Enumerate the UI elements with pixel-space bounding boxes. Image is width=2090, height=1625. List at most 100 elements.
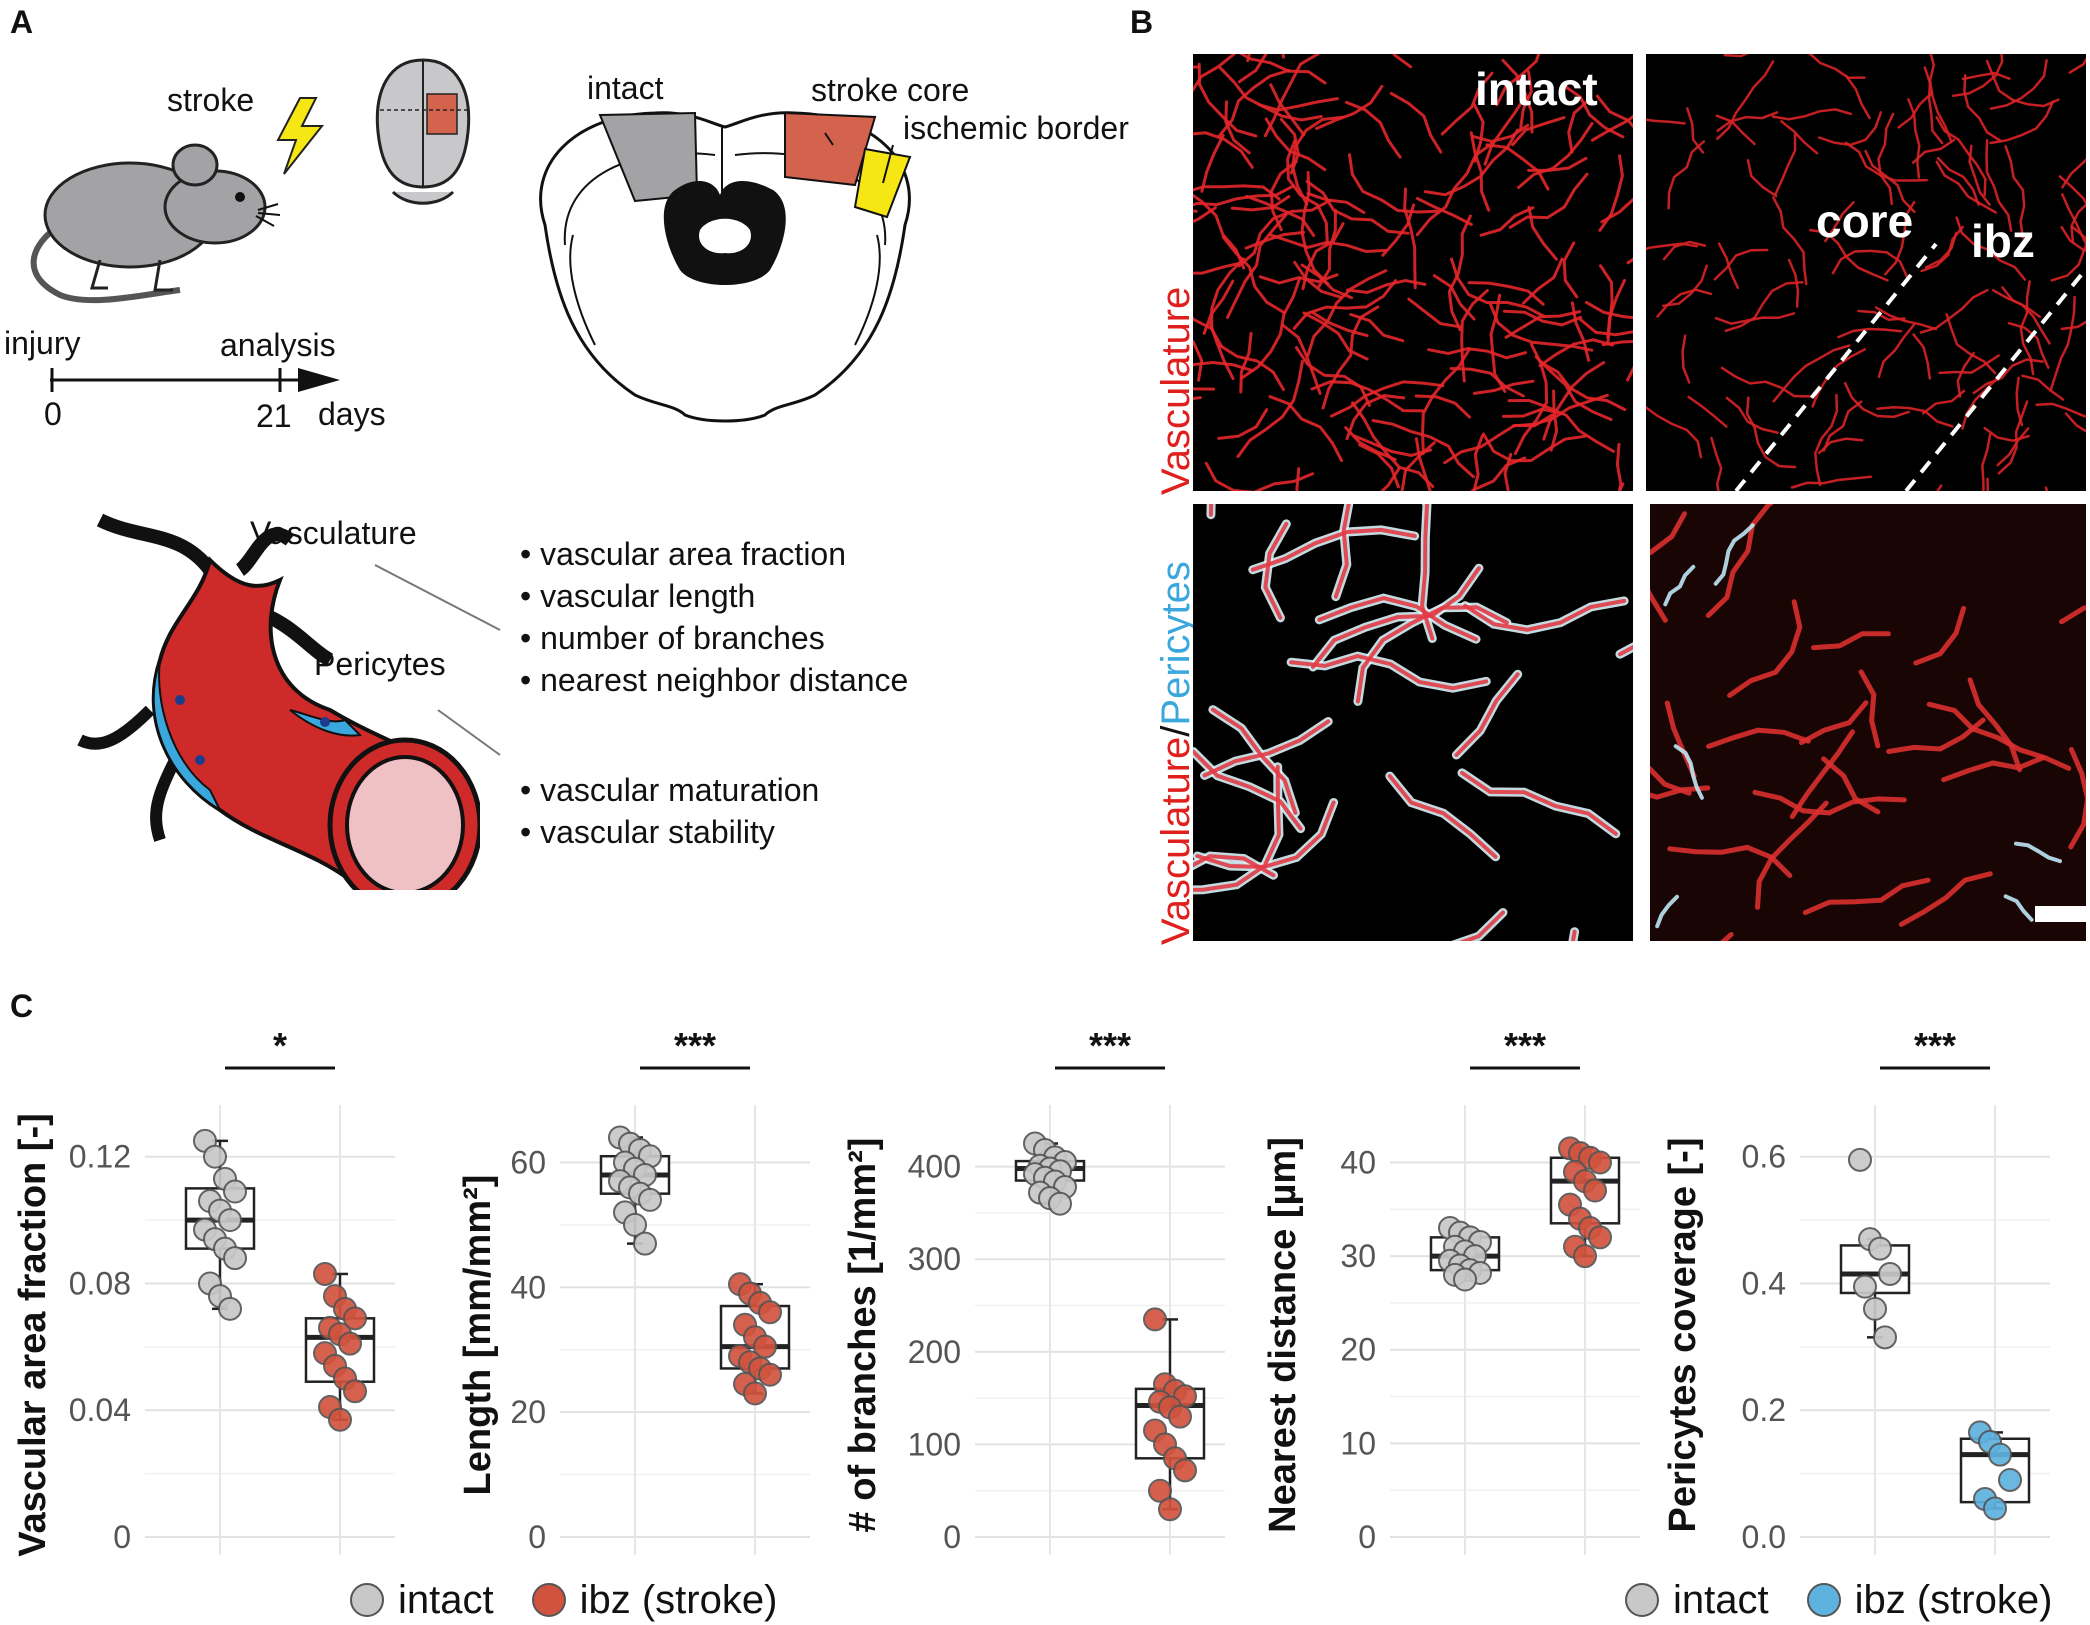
vessel-segment (2035, 402, 2086, 418)
vessel-segment (1857, 309, 1906, 321)
data-point (218, 1208, 242, 1233)
pericyte-metric-1-text: vascular maturation (540, 772, 820, 808)
vessel-segment (1714, 312, 1796, 325)
vessel-segment (1193, 206, 1217, 224)
legend-left-intact-swatch (350, 1583, 384, 1617)
vessel-segment (1263, 54, 1320, 138)
vessel-segment (1570, 301, 1591, 362)
vessel-segment (1414, 394, 1471, 419)
vessel-segment (1245, 194, 1316, 237)
vessel-segment (1897, 91, 1933, 129)
vessel-segment (1193, 193, 1246, 270)
data-point (1453, 1267, 1477, 1292)
y-tick-label: 40 (510, 1269, 546, 1305)
vessel-segment (1495, 54, 1541, 107)
legend-right-stroke-swatch (1806, 1583, 1841, 1617)
micrograph-intact-pericytes (1193, 504, 1633, 941)
vessel-segment (1193, 360, 1254, 372)
data-point (1998, 1467, 2022, 1492)
vessel-segment (1996, 427, 2030, 467)
y-axis-label: Nearest distance [µm] (1262, 1137, 1304, 1533)
vessel-segment (1723, 54, 1749, 58)
vessel-segment (1210, 257, 1245, 331)
vessel-segment (1687, 395, 1728, 428)
vessel-segment (1817, 437, 1864, 455)
vessel-segment (1874, 306, 1938, 331)
vessel-segment (1218, 66, 1323, 122)
vessel-segment (1193, 131, 1254, 169)
vessel-network-stroke (1646, 54, 2086, 491)
vessel-segment (1344, 100, 1402, 159)
vessel-segment (1513, 361, 1549, 455)
y-axis-label: Pericytes coverage [-] (1662, 1138, 1704, 1533)
vessel-segment (1295, 467, 1301, 491)
y-tick-label: 0.2 (1742, 1392, 1786, 1428)
vessel-segment (1650, 589, 1668, 623)
pericyte-metric-2-text: vascular stability (540, 814, 775, 850)
vasculature-metric-1: • vascular area fraction (520, 536, 847, 572)
vessel-segment (1469, 456, 1527, 491)
data-point (1148, 1478, 1172, 1503)
vessel-segment (1503, 452, 1513, 491)
vessel-segment (1717, 242, 1740, 289)
vessel-segment (2068, 747, 2086, 850)
y-axis-label: Length [mm/mm²] (457, 1175, 499, 1496)
vessel-segment (1193, 184, 1281, 201)
vessel-segment (1549, 389, 1559, 452)
vessel-network-intact (1193, 54, 1633, 491)
data-point (1848, 1147, 1872, 1172)
vessel-segment (1941, 755, 2045, 783)
vessel-segment (1264, 117, 1327, 172)
vessel-segment (1923, 66, 1944, 145)
vasculature-metric-3-text: number of branches (540, 620, 825, 656)
vessel-segment (1454, 672, 1520, 757)
vessel-segment (1193, 854, 1276, 878)
ischemic-border-label: ischemic border (903, 110, 1129, 146)
vessel-segment (1392, 54, 1413, 69)
y-tick-label: 400 (908, 1149, 961, 1185)
vessel-segment (1926, 701, 2072, 771)
vessel-segment (1774, 133, 1797, 196)
vessel-segment (1380, 467, 1401, 491)
vessel-segment (1562, 84, 1625, 139)
lightning-icon (276, 97, 325, 175)
vessel-segment (1193, 387, 1215, 391)
vessel-segment (1281, 54, 1285, 59)
panel-a-letter: A (10, 4, 34, 40)
vessel-segment (1601, 339, 1633, 347)
vessel-segment (1344, 426, 1397, 462)
vessel-segment (1808, 54, 1866, 80)
vessel-segment (1845, 75, 1871, 120)
data-point (1873, 1325, 1897, 1350)
vessel-segment (1606, 278, 1626, 339)
vessel-segment (2021, 374, 2065, 401)
vessel-segment (1584, 300, 1633, 320)
vasculature-metric-4-text: nearest neighbor distance (540, 662, 909, 698)
vessel-segment (1351, 401, 1435, 489)
data-point (1573, 1244, 1597, 1269)
data-point (623, 1212, 647, 1237)
vessel-segment (1501, 407, 1564, 418)
vessel-segment (1955, 216, 2027, 281)
vessel-segment (1239, 276, 1302, 380)
data-point (1878, 1261, 1902, 1286)
y-tick-label: 60 (510, 1144, 546, 1180)
vessel-segment (2044, 486, 2049, 491)
significance-stars: *** (1914, 1025, 1956, 1066)
vessel-segment (1197, 62, 1258, 138)
stroke-label: stroke (167, 82, 255, 118)
vessel-segment (1387, 774, 1498, 859)
data-point (1588, 1150, 1612, 1175)
vessel-segment (1877, 323, 1916, 379)
brain-top-view-icon (375, 58, 471, 205)
vessel-segment (1864, 149, 1916, 213)
vasculature-metric-2-text: vascular length (540, 578, 756, 614)
significance-stars: *** (1504, 1025, 1546, 1066)
vessel-segment (2059, 605, 2086, 625)
vessel-segment (1884, 200, 1916, 276)
data-point (203, 1144, 227, 1169)
vessel-segment (1667, 140, 1706, 210)
vessel-illustration (77, 513, 480, 890)
